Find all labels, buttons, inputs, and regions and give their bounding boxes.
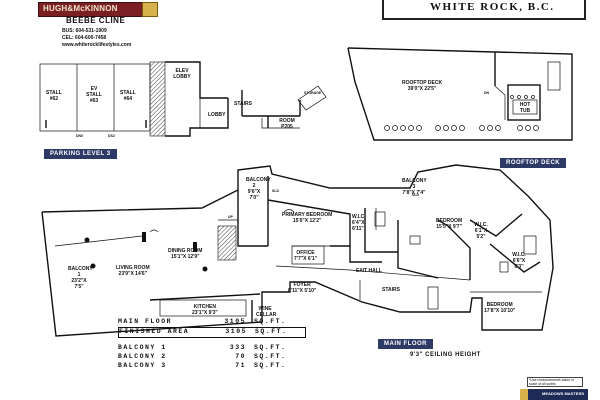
room-p205-label: ROOM P205: [279, 118, 295, 130]
city-box: [382, 0, 586, 20]
rooftop-dn-label: DN: [484, 91, 490, 95]
agent-name: BEEBE CLINE: [66, 16, 126, 25]
logo-text: HUGH&McKINNON: [43, 4, 118, 13]
stall-63-label: EV STALL#63: [86, 86, 102, 104]
storage-label: STORAGE: [304, 91, 322, 95]
main-floor-label: MAIN FLOOR: [378, 339, 433, 349]
sld-label-2: SLD: [412, 193, 419, 197]
rooftop-deck-plan: [347, 47, 573, 141]
stairs-label: STAIRS: [234, 101, 252, 107]
main-stair-well: [217, 225, 237, 261]
elev-lobby-label: ELEV LOBBY: [173, 68, 191, 80]
rooftop-deck-label: ROOFTOP DECK: [500, 158, 567, 168]
hot-tub-label: HOT TUB: [519, 102, 531, 114]
wic-1-label: W.I.C.6'4"X 6'11": [352, 214, 366, 232]
parking-level-label: PARKING LEVEL 3: [44, 149, 117, 159]
cell-phone: CEL: 604-600-7458: [62, 35, 107, 41]
storage-room: [297, 85, 327, 111]
main-floor-plan: [41, 164, 554, 337]
stall-62-label: STALL#62: [46, 90, 62, 102]
stall-64-label: STALL#64: [120, 90, 136, 102]
logo-badge-icon: [142, 2, 158, 17]
ceiling-height: 9'3" CEILING HEIGHT: [410, 352, 481, 358]
brokerage-footer-logo: MEADOWS MASTERS: [528, 389, 588, 400]
rooftop-planters: [384, 95, 539, 131]
parking-shaft: [149, 61, 166, 137]
parking-dim-2: DS2: [108, 134, 115, 138]
bus-phone: BUS: 604-531-1909: [62, 28, 107, 34]
brokerage-mark-icon: [520, 389, 528, 400]
wic-3-label: W.I.C.6'6"X 6'3": [512, 252, 526, 270]
agent-contact: BUS: 604-531-1909 CEL: 604-600-7458 www.…: [62, 28, 131, 49]
lobby-label: LOBBY: [208, 112, 226, 118]
brokerage-text: MEADOWS MASTERS: [542, 391, 584, 396]
wic-2-label: W.I.C.6'1"X 5'2": [474, 222, 488, 240]
website: www.whiterocklifestyles.com: [62, 42, 132, 48]
main-stairs-label: STAIRS: [382, 287, 400, 293]
parking-level-plan: [39, 61, 327, 137]
city-title: WHITE ROCK, B.C.: [430, 1, 555, 13]
sld-label-1: SLD: [272, 189, 279, 193]
exit-hall-label: EXIT HALL: [356, 268, 382, 274]
parking-dim-1: DN0: [76, 134, 84, 138]
wine-cellar-label: WINE CELLAR: [256, 306, 277, 318]
up-label: UP: [228, 215, 233, 219]
measurement-note: *Use measurements taken in scale of all …: [527, 377, 583, 387]
